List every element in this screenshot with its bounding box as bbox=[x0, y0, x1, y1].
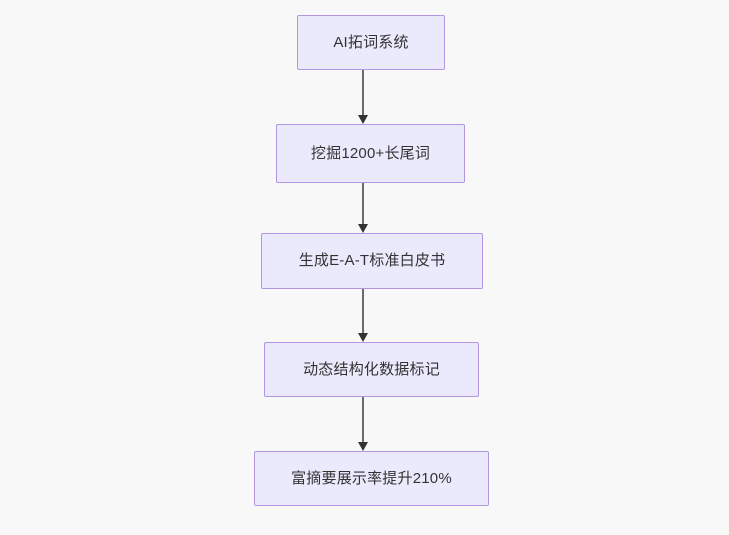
connector-line bbox=[362, 70, 364, 116]
flow-connector-3-to-4 bbox=[354, 289, 372, 342]
flow-connector-2-to-3 bbox=[354, 183, 372, 233]
flow-node-mine-longtail-keywords[interactable]: 挖掘1200+长尾词 bbox=[276, 124, 465, 183]
arrowhead-icon bbox=[358, 333, 368, 342]
arrowhead-icon bbox=[358, 442, 368, 451]
flow-node-label: AI拓词系统 bbox=[333, 33, 409, 51]
flow-connector-1-to-2 bbox=[354, 70, 372, 124]
flow-node-rich-snippet-result[interactable]: 富摘要展示率提升210% bbox=[254, 451, 489, 506]
connector-line bbox=[362, 289, 364, 334]
connector-line bbox=[362, 397, 364, 443]
flow-node-ai-keyword-system[interactable]: AI拓词系统 bbox=[297, 15, 445, 70]
flow-node-dynamic-structured-data[interactable]: 动态结构化数据标记 bbox=[264, 342, 479, 397]
flow-node-label: 挖掘1200+长尾词 bbox=[310, 144, 431, 162]
flow-node-generate-eat-whitepaper[interactable]: 生成E-A-T标准白皮书 bbox=[261, 233, 483, 289]
arrowhead-icon bbox=[358, 224, 368, 233]
flow-connector-4-to-5 bbox=[354, 397, 372, 451]
flow-node-label: 动态结构化数据标记 bbox=[303, 360, 440, 378]
arrowhead-icon bbox=[358, 115, 368, 124]
connector-line bbox=[362, 183, 364, 225]
flow-node-label: 富摘要展示率提升210% bbox=[291, 469, 452, 487]
flow-node-label: 生成E-A-T标准白皮书 bbox=[298, 252, 446, 269]
